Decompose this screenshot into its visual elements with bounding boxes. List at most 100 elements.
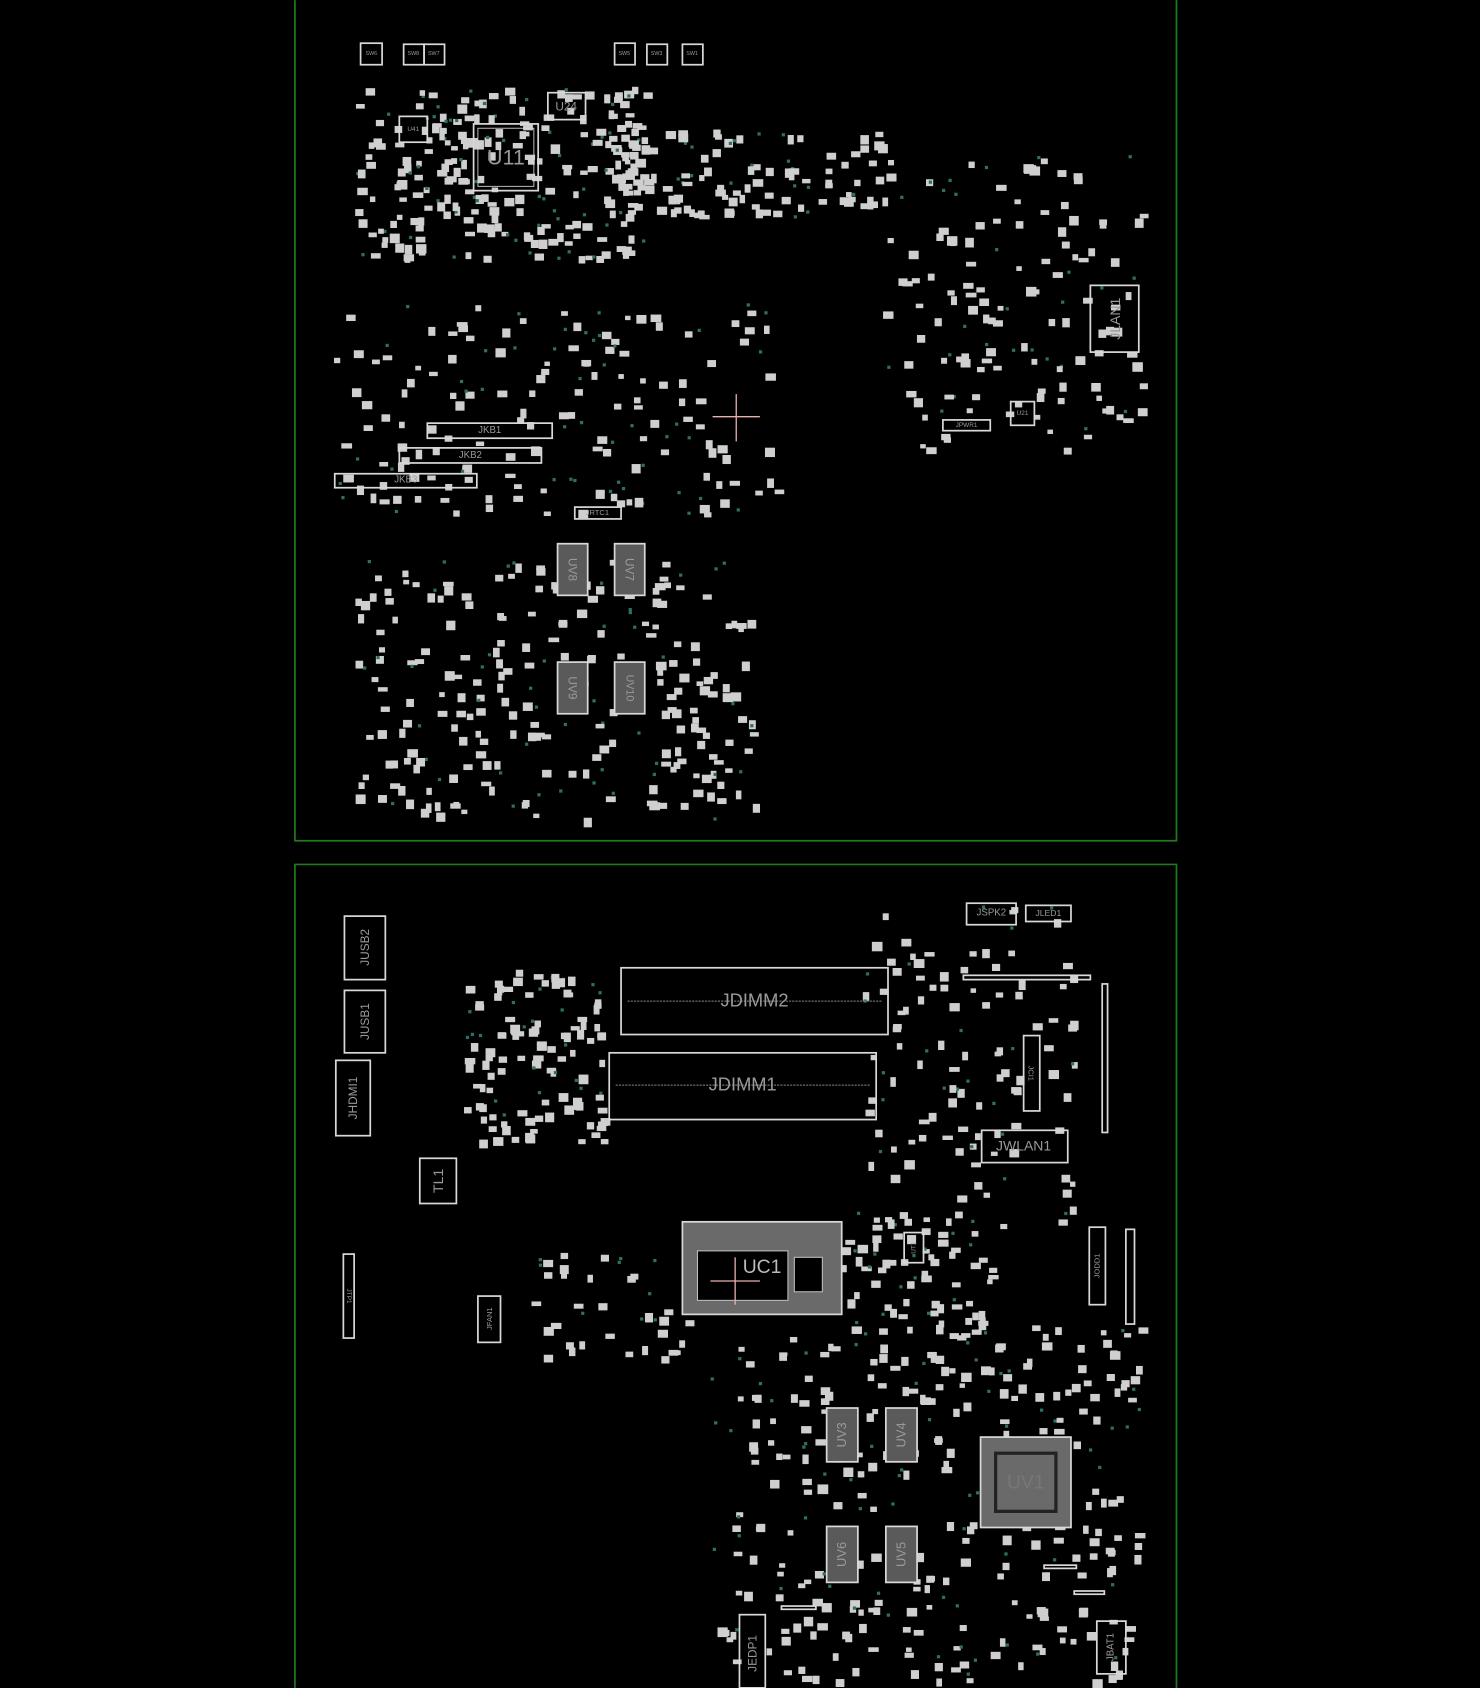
smd-pad (434, 802, 441, 812)
smd-pad (951, 1667, 961, 1673)
smd-pad (913, 398, 923, 408)
smd-pad (1072, 1554, 1081, 1562)
component-u21[interactable]: U21 (1009, 400, 1036, 427)
bottom-side-board[interactable]: JUSB2 JUSB1 JHDMI1 TL1 JTP1 JFAN1 JDIMM2… (294, 863, 1178, 1688)
connector-jusb2[interactable]: JUSB2 (343, 915, 387, 981)
ram-chip-uv3[interactable]: UV3 (825, 1407, 859, 1463)
connector-jwlan1[interactable]: JWLAN1 (980, 1129, 1069, 1164)
smd-pad (567, 107, 575, 115)
gpu-uv1[interactable]: UV1 (979, 1436, 1072, 1529)
smd-pad (560, 652, 569, 661)
connector-jkb3[interactable]: JKB3 (333, 472, 478, 489)
via (552, 478, 556, 482)
smd-pad (855, 1452, 863, 1458)
connector-jedp1[interactable]: JEDP1 (738, 1613, 767, 1688)
via (975, 1491, 980, 1495)
component-ut1[interactable]: UT1 (903, 1231, 925, 1264)
smd-pad (820, 1398, 830, 1406)
component-tl1[interactable]: TL1 (418, 1157, 458, 1205)
smd-pad (851, 151, 861, 158)
connector-jkb1[interactable]: JKB1 (426, 422, 554, 440)
smd-pad (505, 473, 516, 479)
smd-pad (444, 671, 455, 681)
smd-pad (907, 1281, 915, 1289)
via (981, 905, 986, 909)
smd-pad (938, 1040, 945, 1051)
smd-pad (715, 189, 726, 197)
smd-pad (572, 1097, 583, 1107)
connector-jbat1[interactable]: JBAT1 (1095, 1620, 1127, 1675)
switch-sw7[interactable]: SW7 (423, 43, 446, 66)
dimm-slot-jdimm1[interactable]: JDIMM1 (608, 1051, 878, 1121)
smd-pad (848, 196, 856, 203)
ram-chip-uv5[interactable]: UV5 (884, 1525, 918, 1584)
smd-pad (377, 730, 387, 739)
smd-pad (645, 185, 655, 195)
connector-jspk2[interactable]: JSPK2 (965, 902, 1017, 926)
smd-pad (394, 125, 403, 133)
smd-pad (611, 338, 620, 345)
connector-jfan1[interactable]: JFAN1 (477, 1295, 502, 1344)
smd-pad (1134, 1542, 1143, 1550)
smd-pad (456, 322, 468, 327)
connector-jkb2[interactable]: JKB2 (398, 447, 543, 464)
smd-pad (1100, 1330, 1107, 1336)
ram-chip-uv8[interactable]: UV8 (556, 542, 589, 597)
top-side-board[interactable]: U11 U24 U41 U21 SW6 SW8 SW7 SW5 SW3 SW1 … (294, 0, 1178, 842)
smd-pad (1015, 991, 1023, 1000)
connector-jtp1[interactable]: JTP1 (342, 1253, 355, 1339)
smd-pad (924, 952, 935, 957)
smd-pad (879, 988, 889, 995)
ram-chip-uv10[interactable]: UV10 (613, 661, 646, 715)
via (605, 223, 609, 227)
smd-pad (949, 1085, 957, 1093)
smd-pad (396, 214, 403, 220)
smd-pad (508, 573, 515, 579)
smd-pad (597, 1032, 607, 1041)
switch-sw8[interactable]: SW8 (402, 43, 425, 66)
smd-pad (879, 1328, 888, 1335)
cpu-uc1[interactable]: UC1 (681, 1220, 843, 1316)
smd-pad (1048, 318, 1056, 327)
smd-pad (593, 1005, 600, 1015)
smd-pad (415, 449, 423, 460)
smd-pad (597, 630, 605, 638)
connector-jrtc1[interactable]: JRTC1 (573, 506, 622, 520)
smd-pad (439, 692, 445, 698)
component-u41[interactable]: U41 (398, 115, 429, 144)
smd-pad (739, 338, 750, 346)
smd-pad (684, 331, 693, 338)
connector-jusb1[interactable]: JUSB1 (343, 989, 387, 1054)
switch-sw3[interactable]: SW3 (646, 43, 669, 66)
connector-jpwr1[interactable]: JPWR1 (942, 419, 992, 432)
ram-chip-uv6[interactable]: UV6 (825, 1525, 859, 1584)
smd-pad (502, 328, 511, 338)
smd-pad (541, 224, 551, 229)
smd-pad (820, 1387, 831, 1395)
connector-jhdmi1[interactable]: JHDMI1 (334, 1059, 372, 1137)
component-u11[interactable]: U11 (472, 123, 540, 192)
connector-jci1[interactable]: JCI1 (1022, 1034, 1041, 1112)
connector-jlan1[interactable]: JLAN1 (1089, 284, 1140, 353)
switch-sw5[interactable]: SW5 (613, 42, 636, 66)
switch-sw6[interactable]: SW6 (359, 42, 383, 66)
ram-chip-uv4[interactable]: UV4 (884, 1407, 918, 1463)
dimm-slot-jdimm2[interactable]: JDIMM2 (620, 966, 889, 1036)
via (713, 817, 717, 821)
ram-chip-uv9[interactable]: UV9 (556, 661, 589, 715)
via (1039, 1408, 1044, 1412)
ram-chip-uv7[interactable]: UV7 (613, 542, 646, 597)
smd-pad (1041, 1342, 1053, 1351)
switch-sw1[interactable]: SW1 (681, 43, 704, 66)
smd-pad (702, 732, 710, 739)
smd-pad (893, 1233, 903, 1240)
smd-pad (1036, 393, 1045, 403)
via (737, 1534, 741, 1538)
via (881, 1098, 885, 1102)
component-u24[interactable]: U24 (547, 91, 587, 121)
connector-jodd1[interactable]: JODD1 (1088, 1226, 1107, 1306)
connector-jled1[interactable]: JLED1 (1024, 904, 1072, 923)
smd-pad (592, 446, 603, 452)
smd-pad (722, 194, 729, 200)
